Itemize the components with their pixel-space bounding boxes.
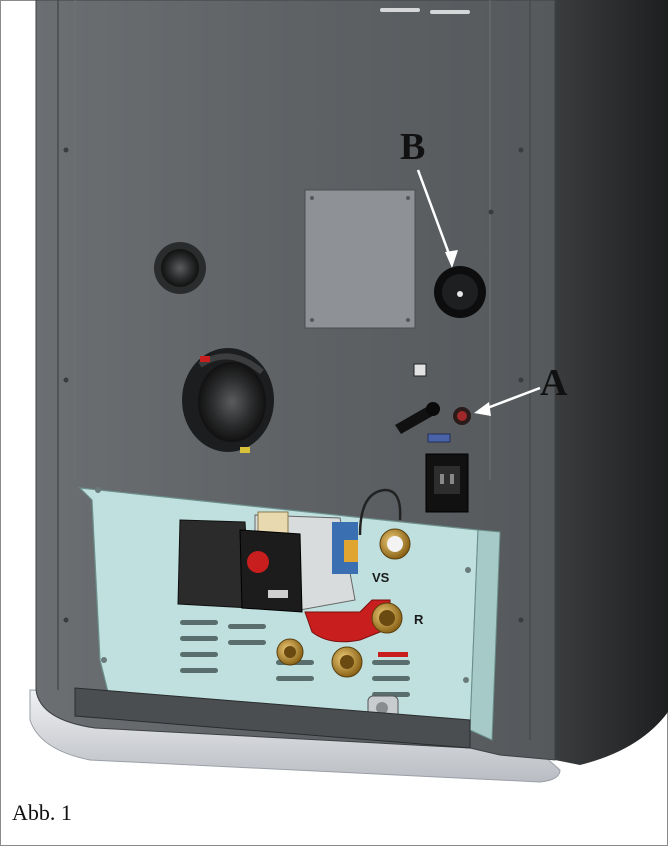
callout-arrow-b bbox=[416, 169, 458, 268]
front-inner-recess bbox=[74, 0, 491, 480]
small-round-port bbox=[154, 242, 206, 294]
small-switch bbox=[413, 363, 427, 377]
cover-plate bbox=[304, 189, 416, 329]
service-panel-right-flange bbox=[469, 529, 501, 741]
base-rail bbox=[74, 687, 471, 749]
cabinet-side-panel bbox=[555, 0, 668, 765]
connector-label-vs: VS bbox=[372, 570, 390, 585]
callout-label-b: B bbox=[400, 126, 426, 168]
cover-plate-screws bbox=[310, 196, 410, 322]
fuse-holder bbox=[395, 402, 440, 434]
callout-label-a: A bbox=[540, 362, 568, 404]
brass-connector-r bbox=[371, 602, 403, 634]
brass-connector-vs bbox=[379, 528, 411, 560]
service-panel-screws bbox=[95, 487, 471, 683]
top-vent-slots bbox=[380, 8, 470, 14]
pump-control-box bbox=[177, 519, 303, 613]
component-a-indicator bbox=[453, 407, 471, 425]
cable-loop bbox=[358, 488, 402, 536]
figure-caption: Abb. 1 bbox=[12, 800, 72, 825]
brass-connector-left bbox=[276, 638, 304, 666]
large-round-port bbox=[182, 348, 274, 453]
signal-connector bbox=[427, 433, 451, 443]
red-supply-pipe bbox=[304, 599, 391, 643]
red-return-strip bbox=[378, 652, 408, 657]
connector-label-r: R bbox=[414, 612, 424, 627]
brass-connector-middle bbox=[331, 646, 363, 678]
component-b-grommet bbox=[434, 266, 486, 318]
service-panel-vent-slots bbox=[180, 620, 410, 697]
callout-arrow-a bbox=[474, 386, 541, 416]
power-inlet-socket bbox=[425, 453, 469, 513]
